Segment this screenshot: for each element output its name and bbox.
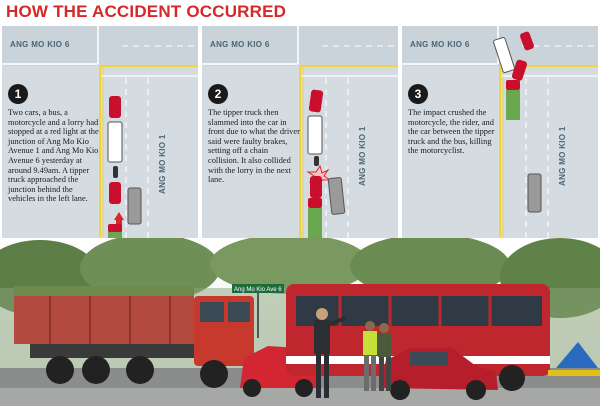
- step-description: Two cars, a bus, a motorcycle and a lorr…: [8, 108, 99, 204]
- car-icon: [511, 59, 528, 81]
- road-label-vertical: ANG MO KIO 1: [358, 126, 367, 186]
- road-label-vertical: ANG MO KIO 1: [158, 134, 167, 194]
- bus-icon: [307, 115, 323, 155]
- lorry-icon: [327, 177, 346, 215]
- motorcycle-icon: [314, 156, 319, 166]
- motorcycle-icon: [113, 166, 118, 178]
- lorry-icon: [527, 173, 542, 213]
- road-label-horizontal: ANG MO KIO 6: [10, 40, 70, 49]
- tipper-truck-icon: [308, 208, 322, 242]
- worker: [378, 323, 391, 391]
- accident-photo: Ang Mo Kio Ave 6: [0, 238, 600, 406]
- car-icon: [308, 89, 324, 113]
- step-number: 3: [408, 84, 428, 104]
- red-car: [380, 348, 498, 390]
- worker: [363, 321, 377, 391]
- lorry-icon: [127, 187, 142, 225]
- car-icon: [520, 31, 534, 51]
- street-sign: [232, 284, 284, 293]
- page-title: HOW THE ACCIDENT OCCURRED: [6, 2, 287, 21]
- arrow-up-icon: [114, 212, 124, 220]
- photo-scene: Ang Mo Kio Ave 6: [0, 238, 600, 406]
- tipper-truck-icon: [506, 90, 520, 120]
- road-label-horizontal: ANG MO KIO 6: [410, 40, 470, 49]
- car-icon: [109, 182, 121, 204]
- step-number: 2: [208, 84, 228, 104]
- car-icon: [109, 96, 121, 118]
- step-description: The tipper truck then slammed into the c…: [208, 108, 300, 185]
- bus-icon: [107, 121, 123, 163]
- police-officer: [314, 308, 347, 398]
- step-number: 1: [8, 84, 28, 104]
- panel-step-2: ANG MO KIO 6 ANG MO KIO 1 2 The tipper t…: [202, 26, 398, 248]
- panel-step-3: ANG MO KIO 6 ANG MO KIO 1 3 The impact c…: [402, 26, 598, 248]
- car-icon: [310, 176, 322, 198]
- road-diagram-3: [402, 26, 598, 248]
- blue-tent: [556, 342, 598, 368]
- step-description: The impact crushed the motorcycle, the r…: [408, 108, 495, 156]
- road-label-vertical: ANG MO KIO 1: [558, 126, 567, 186]
- road-diagram-2: [202, 26, 398, 248]
- road-diagram-1: [2, 26, 198, 248]
- road-label-horizontal: ANG MO KIO 6: [210, 40, 270, 49]
- street-sign-label: Ang Mo Kio Ave 6: [234, 287, 282, 293]
- panel-step-1: ANG MO KIO 6 ANG MO KIO 1 1 Two cars, a …: [2, 26, 198, 248]
- bus-icon: [493, 36, 515, 74]
